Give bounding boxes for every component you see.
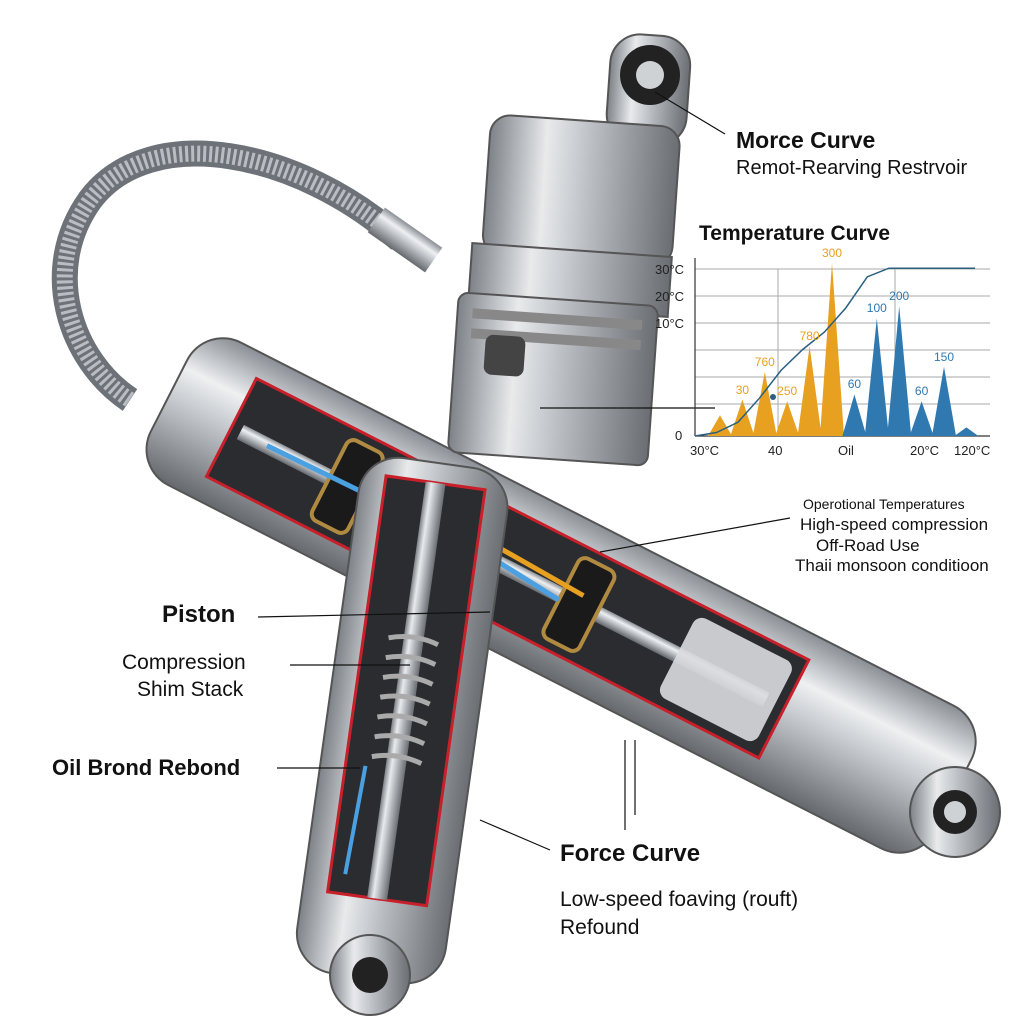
chart-peak-blue — [842, 394, 867, 436]
chart-peak-orange — [752, 371, 777, 436]
temperature-curve — [694, 267, 975, 437]
piston-label: Piston — [162, 601, 236, 628]
peak-label: 100 — [866, 301, 887, 316]
shim-stack-label: Shim Stack — [137, 678, 244, 701]
chart-peak-blue — [954, 427, 979, 436]
peak-label: 760 — [754, 354, 775, 369]
x-tick: 30°C — [690, 443, 720, 458]
chart-peak-orange — [775, 401, 800, 436]
compression-label: Compression — [122, 651, 246, 674]
refound-label: Refound — [560, 916, 640, 939]
monsoon-label: Thaii monsoon conditioon — [795, 556, 989, 575]
peak-label: 200 — [889, 289, 910, 304]
chart-peak-blue — [887, 306, 912, 436]
temperature-chart — [694, 258, 990, 437]
chart-peak-blue — [864, 318, 889, 436]
off-road-label: Off-Road Use — [816, 536, 920, 555]
y-tick: 20°C — [655, 289, 685, 304]
peak-label: 60 — [914, 384, 929, 399]
leader-lines — [257, 91, 791, 851]
peak-label: 60 — [847, 377, 862, 392]
x-tick: 40 — [768, 443, 783, 458]
chart-peak-blue — [909, 401, 934, 436]
chart-peak-blue — [932, 366, 956, 436]
chart-peak-orange — [708, 415, 732, 436]
upper-body — [447, 33, 692, 467]
oil-rebound-label: Oil Brond Rebond — [52, 755, 241, 780]
y-tick: 30°C — [655, 262, 685, 277]
x-tick: 120°C — [954, 443, 991, 458]
high-speed-label: High-speed compression — [800, 515, 989, 534]
peak-label: 780 — [799, 329, 820, 344]
force-curve-label: Force Curve — [560, 840, 701, 867]
peak-label: 300 — [821, 246, 843, 260]
curve-marker — [770, 394, 776, 400]
x-tick: 20°C — [910, 443, 940, 458]
chart-peak-orange — [797, 346, 822, 436]
chart-peak-orange — [820, 263, 844, 436]
peak-label: 250 — [777, 384, 798, 399]
operational-label: Operotional Temperatures — [803, 496, 965, 512]
peak-label: 30 — [735, 382, 750, 397]
low-speed-label: Low-speed foaving (rouft) — [560, 888, 799, 911]
x-tick: Oil — [838, 443, 854, 458]
lower-leg — [295, 456, 509, 985]
morce-curve-title: Morce Curve — [736, 127, 876, 153]
y-tick: 0 — [675, 428, 683, 443]
peak-label: 150 — [933, 349, 955, 364]
reservoir-label: Remot-Rearving Restrvoir — [736, 157, 968, 179]
y-tick: 10°C — [655, 316, 685, 331]
chart-title: Temperature Curve — [699, 222, 891, 245]
